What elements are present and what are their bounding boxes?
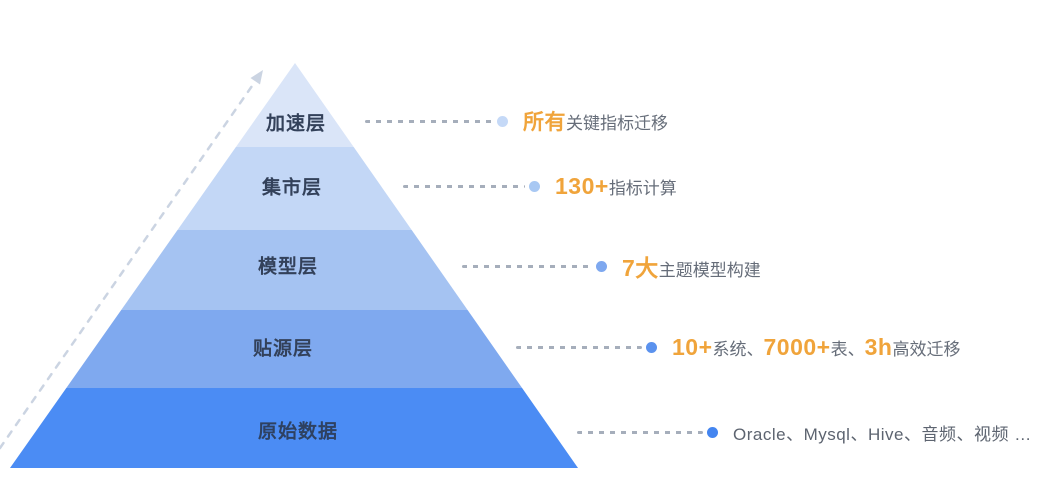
pyramid-layer-3-shape [121, 230, 468, 310]
annotation-row-source: 10+ 系统、 7000+ 表、 3h 高效迁移 [516, 330, 960, 364]
dashed-leader-line [365, 119, 493, 123]
annotation-highlight: 所有 [523, 111, 566, 134]
dashed-leader-line [577, 430, 703, 434]
annotation-row-model: 7大 主题模型构建 [462, 249, 761, 283]
pyramid-layer-1-shape [235, 63, 354, 147]
annotation-highlight: 3h [864, 333, 893, 360]
leader-dot [646, 341, 657, 353]
annotation-plain: 关键指标迁移 [566, 114, 668, 133]
annotation-text: 所有 关键指标迁移 [523, 106, 668, 136]
annotation-plain: 表、 [830, 339, 865, 359]
dashed-leader-line [403, 184, 525, 188]
annotation-plain: 指标计算 [608, 178, 677, 198]
pyramid-layer-2-shape [177, 147, 412, 230]
pyramid-layer-4-shape [66, 310, 523, 388]
annotation-text: Oracle、Mysql、Hive、音频、视频 … [733, 420, 1032, 445]
annotation-highlight: 10+ [672, 333, 713, 360]
annotation-plain: 高效迁移 [892, 339, 961, 359]
leader-dot [596, 260, 607, 272]
layer-label-mart: 集市层 [261, 177, 323, 199]
layer-label-source: 贴源层 [252, 338, 314, 360]
upward-dashed-arrow-icon [0, 70, 263, 450]
annotation-text: 10+ 系统、 7000+ 表、 3h 高效迁移 [672, 334, 960, 361]
annotation-highlight: 7大 [622, 255, 659, 281]
leader-dot [529, 180, 540, 192]
annotation-plain: 主题模型构建 [658, 261, 761, 280]
annotation-row-mart: 130+ 指标计算 [403, 169, 677, 203]
leader-dot [497, 115, 508, 127]
annotation-highlight: 130+ [555, 172, 609, 199]
annotation-text: 130+ 指标计算 [555, 173, 677, 200]
layer-label-acceleration: 加速层 [265, 113, 327, 135]
layer-label-raw-data: 原始数据 [257, 421, 339, 443]
annotation-row-raw-data: Oracle、Mysql、Hive、音频、视频 … [577, 415, 1032, 449]
dashed-leader-line [516, 345, 642, 349]
annotation-highlight: 7000+ [763, 333, 831, 360]
annotation-plain: Oracle、Mysql、Hive、音频、视频 … [733, 424, 1032, 444]
annotation-text: 7大 主题模型构建 [622, 249, 761, 283]
annotation-plain: 系统、 [712, 339, 764, 359]
leader-dot [707, 426, 718, 438]
annotation-row-acceleration: 所有 关键指标迁移 [365, 104, 668, 138]
pyramid-layer-5-shape [10, 388, 578, 468]
layer-label-model: 模型层 [257, 256, 319, 278]
dashed-leader-line [462, 264, 592, 268]
